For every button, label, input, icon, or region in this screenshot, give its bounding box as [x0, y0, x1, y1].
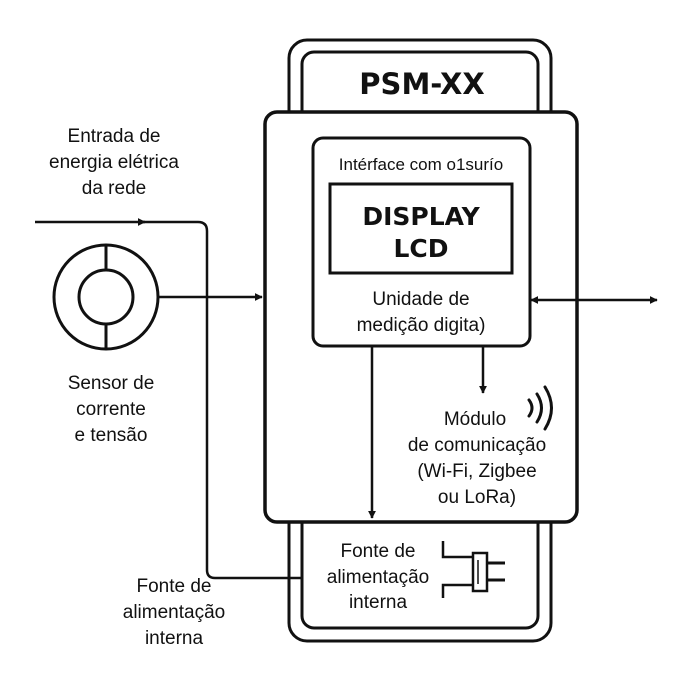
device-main-body	[263, 110, 579, 524]
energy-input-line2: energia elétrica	[49, 152, 179, 173]
wireless-signal-icon	[527, 385, 553, 431]
internal-psu-line2: alimentação	[327, 567, 429, 588]
external-psu-line1: Fonte de	[137, 576, 212, 597]
sensor-line3: e tensão	[75, 425, 148, 446]
ring-sensor-icon	[52, 243, 160, 351]
power-supply-wire	[140, 220, 301, 580]
user-interface-box	[311, 136, 532, 348]
device-model-title: PSM-XX	[359, 67, 484, 101]
external-psu-line3: interna	[145, 628, 204, 649]
comm-module-line2: de comunicação	[408, 435, 546, 456]
lcd-display-line1: DISPLAY	[362, 202, 480, 231]
sensor-line1: Sensor de	[68, 373, 155, 394]
sensor-line2: corrente	[76, 399, 146, 420]
user-interface-label: Intérface com o1surío	[339, 155, 503, 174]
lcd-display	[328, 182, 514, 275]
measurement-unit-line2: medição digita)	[357, 315, 486, 336]
external-psu-line2: alimentação	[123, 602, 225, 623]
energy-input-line3: da rede	[82, 178, 146, 199]
internal-psu-line1: Fonte de	[341, 541, 416, 562]
comm-module-line4: ou LoRa)	[438, 487, 516, 508]
power-plug-icon	[441, 541, 505, 598]
measurement-unit-line1: Unidade de	[372, 289, 469, 310]
internal-psu-line3: interna	[349, 592, 408, 613]
comm-module-line1: Módulo	[444, 409, 506, 430]
lcd-display-line2: LCD	[393, 234, 448, 263]
energy-input-line1: Entrada de	[68, 126, 161, 147]
comm-module-line3: (Wi-Fi, Zigbee	[417, 461, 536, 482]
